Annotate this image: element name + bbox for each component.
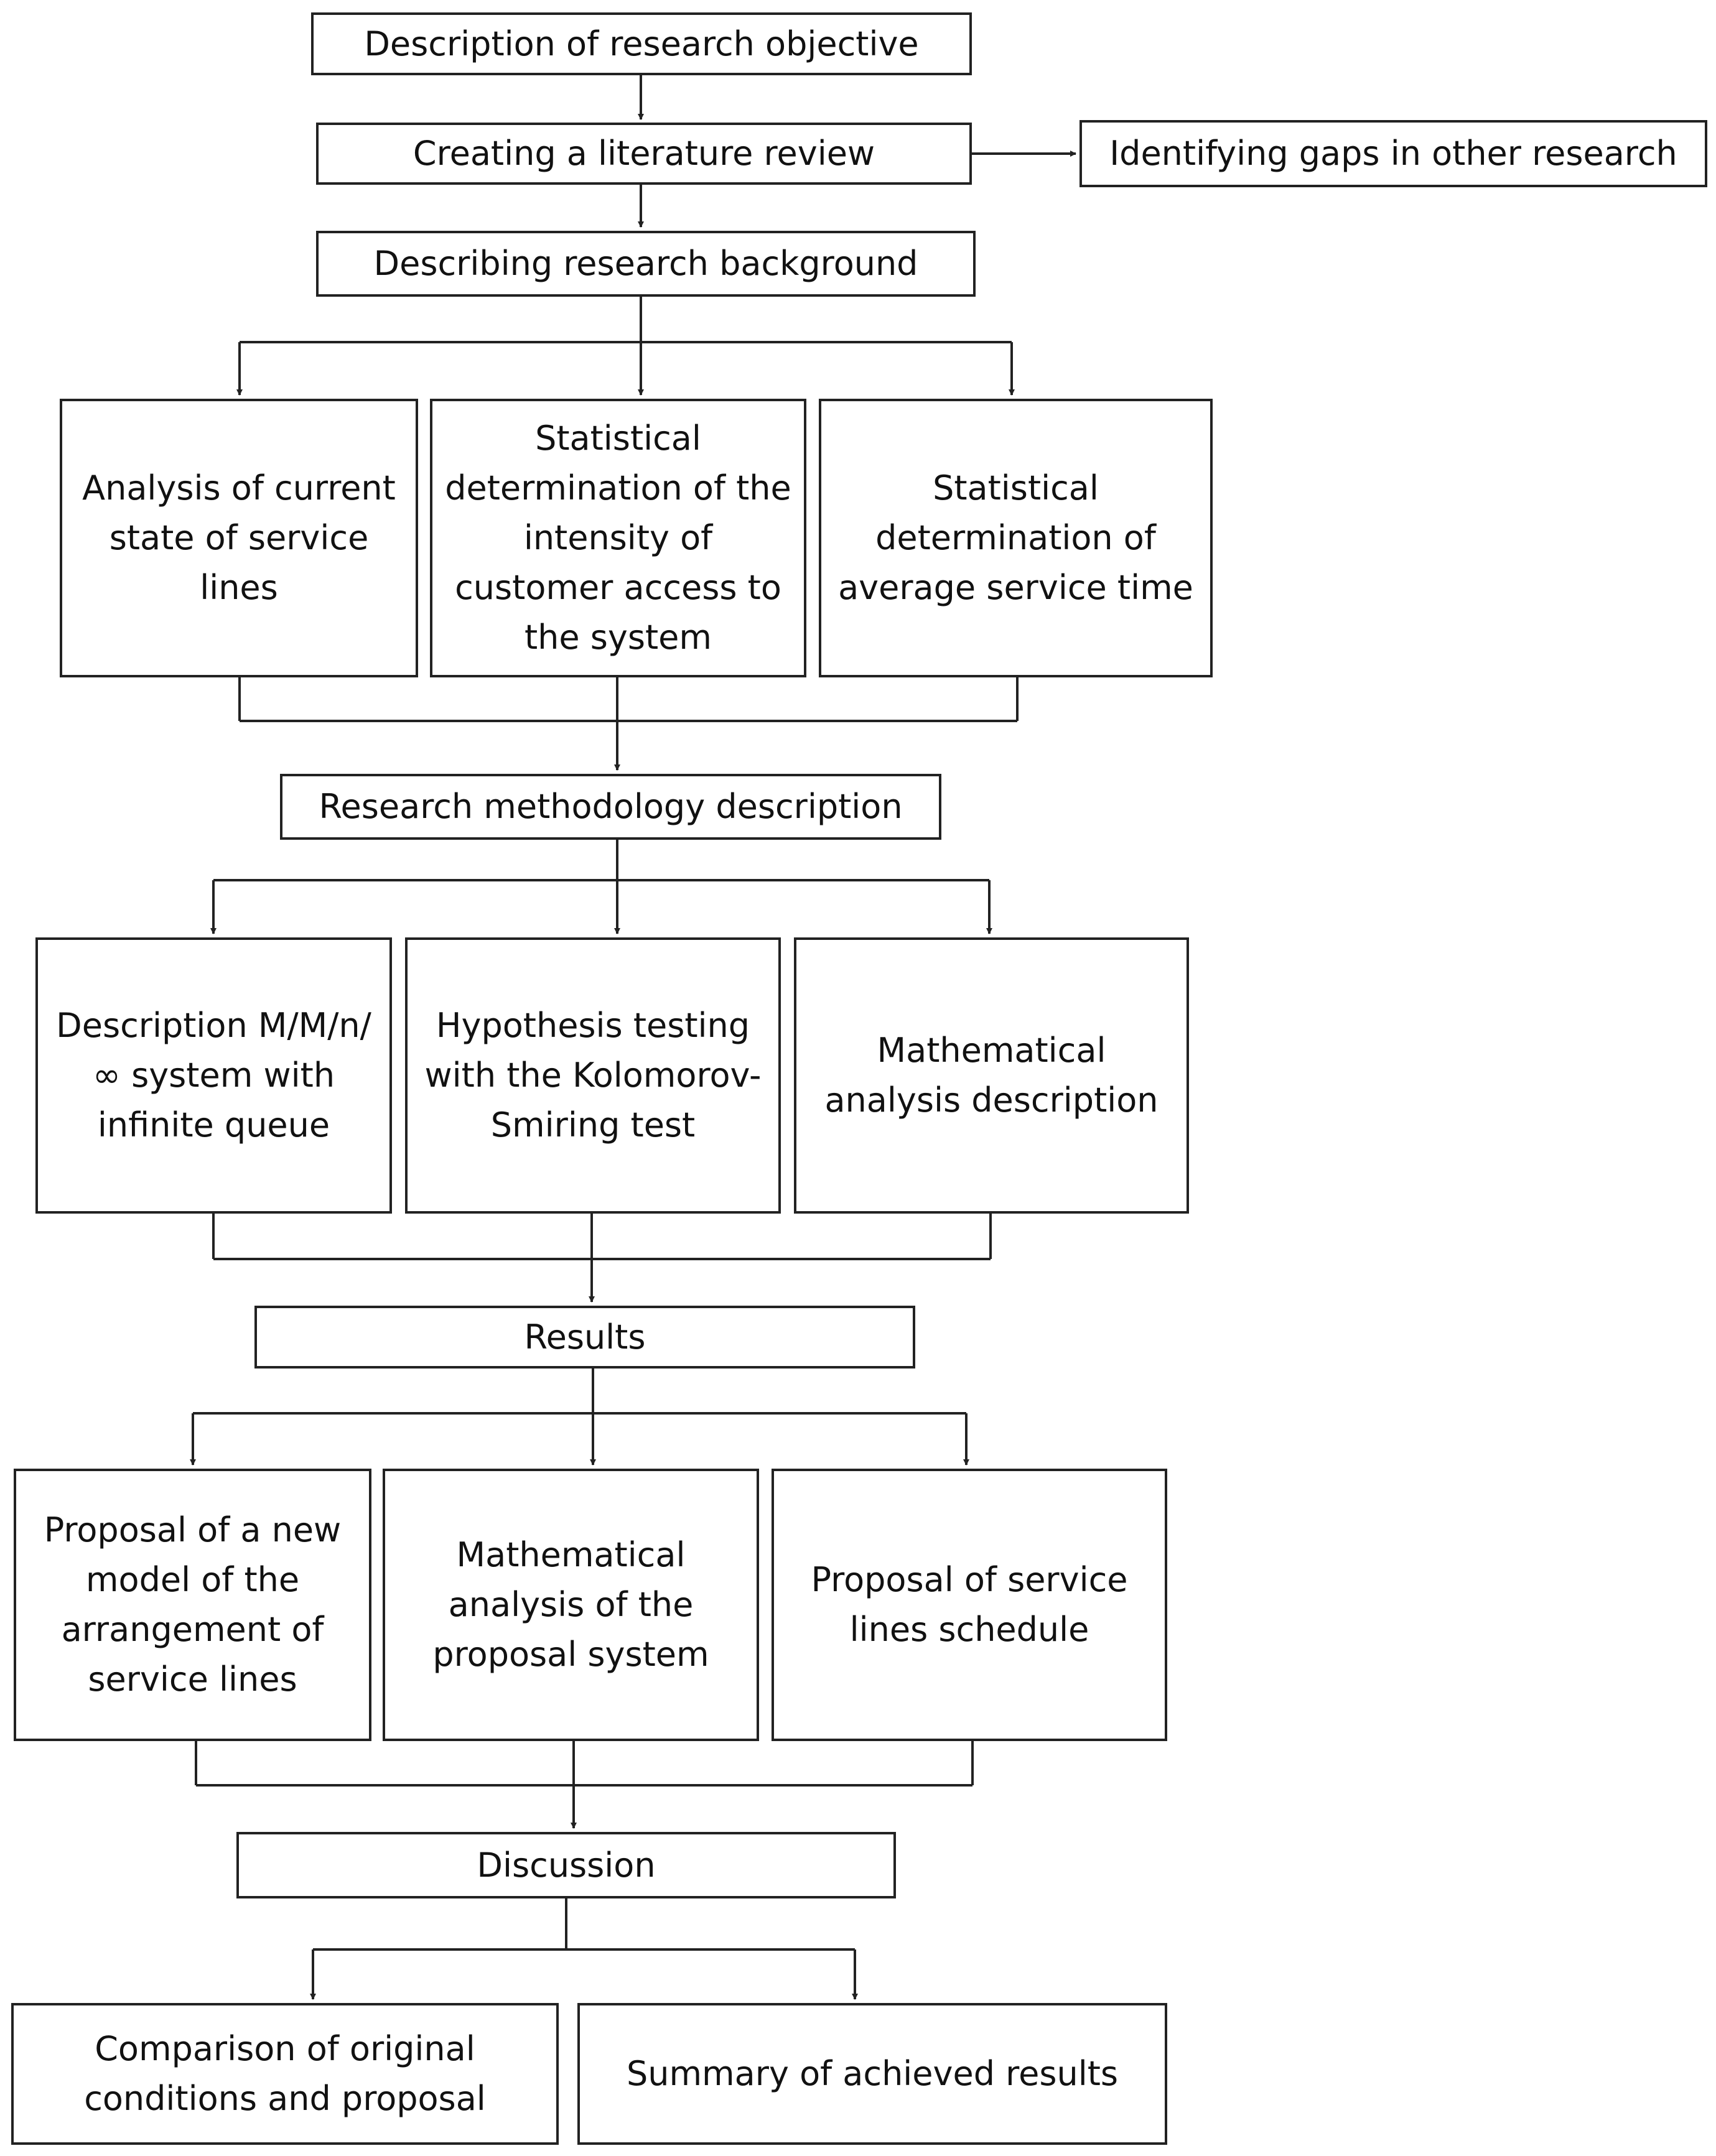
node-stat-customer-intensity: Statistical determination of the intensi…: [430, 399, 806, 677]
node-stat-service-time-label: Statistical determination of average ser…: [838, 468, 1193, 607]
node-mmn-system-label: Description M/M/n/∞ system with infinite…: [56, 1006, 371, 1145]
node-service-lines-schedule-label: Proposal of service lines schedule: [811, 1560, 1128, 1649]
node-summary-results: Summary of achieved results: [577, 2003, 1167, 2145]
node-math-analysis-description-label: Mathematical analysis description: [824, 1031, 1159, 1120]
node-results-label: Results: [524, 1317, 646, 1357]
node-literature-review-label: Creating a literature review: [413, 134, 875, 173]
node-service-lines-schedule: Proposal of service lines schedule: [772, 1469, 1167, 1741]
node-research-methodology-label: Research methodology description: [319, 787, 903, 826]
node-discussion: Discussion: [236, 1832, 896, 1898]
node-hypothesis-testing: Hypothesis testing with the Kolomorov-Sm…: [405, 937, 781, 1214]
node-new-model-proposal: Proposal of a new model of the arrangeme…: [14, 1469, 371, 1741]
node-math-analysis-proposal-label: Mathematical analysis of the proposal sy…: [432, 1535, 709, 1674]
node-comparison: Comparison of original conditions and pr…: [11, 2003, 559, 2145]
node-stat-service-time: Statistical determination of average ser…: [819, 399, 1213, 677]
node-analysis-current-state: Analysis of current state of service lin…: [60, 399, 418, 677]
node-new-model-proposal-label: Proposal of a new model of the arrangeme…: [44, 1510, 342, 1699]
node-math-analysis-proposal: Mathematical analysis of the proposal sy…: [383, 1469, 759, 1741]
node-math-analysis-description: Mathematical analysis description: [794, 937, 1189, 1214]
node-research-background: Describing research background: [316, 231, 976, 297]
node-research-methodology: Research methodology description: [280, 774, 941, 840]
node-hypothesis-testing-label: Hypothesis testing with the Kolomorov-Sm…: [424, 1006, 762, 1145]
node-research-background-label: Describing research background: [373, 244, 918, 283]
node-literature-review: Creating a literature review: [316, 123, 972, 185]
node-summary-results-label: Summary of achieved results: [626, 2054, 1119, 2093]
node-comparison-label: Comparison of original conditions and pr…: [84, 2029, 486, 2118]
node-research-objective: Description of research objective: [311, 12, 972, 75]
node-identifying-gaps-label: Identifying gaps in other research: [1109, 134, 1677, 173]
node-research-objective-label: Description of research objective: [364, 24, 919, 63]
node-analysis-current-state-label: Analysis of current state of service lin…: [82, 468, 396, 607]
node-stat-customer-intensity-label: Statistical determination of the intensi…: [445, 419, 791, 657]
node-discussion-label: Discussion: [477, 1845, 656, 1885]
node-results: Results: [254, 1306, 915, 1368]
node-mmn-system: Description M/M/n/∞ system with infinite…: [35, 937, 392, 1214]
node-identifying-gaps: Identifying gaps in other research: [1079, 120, 1707, 187]
